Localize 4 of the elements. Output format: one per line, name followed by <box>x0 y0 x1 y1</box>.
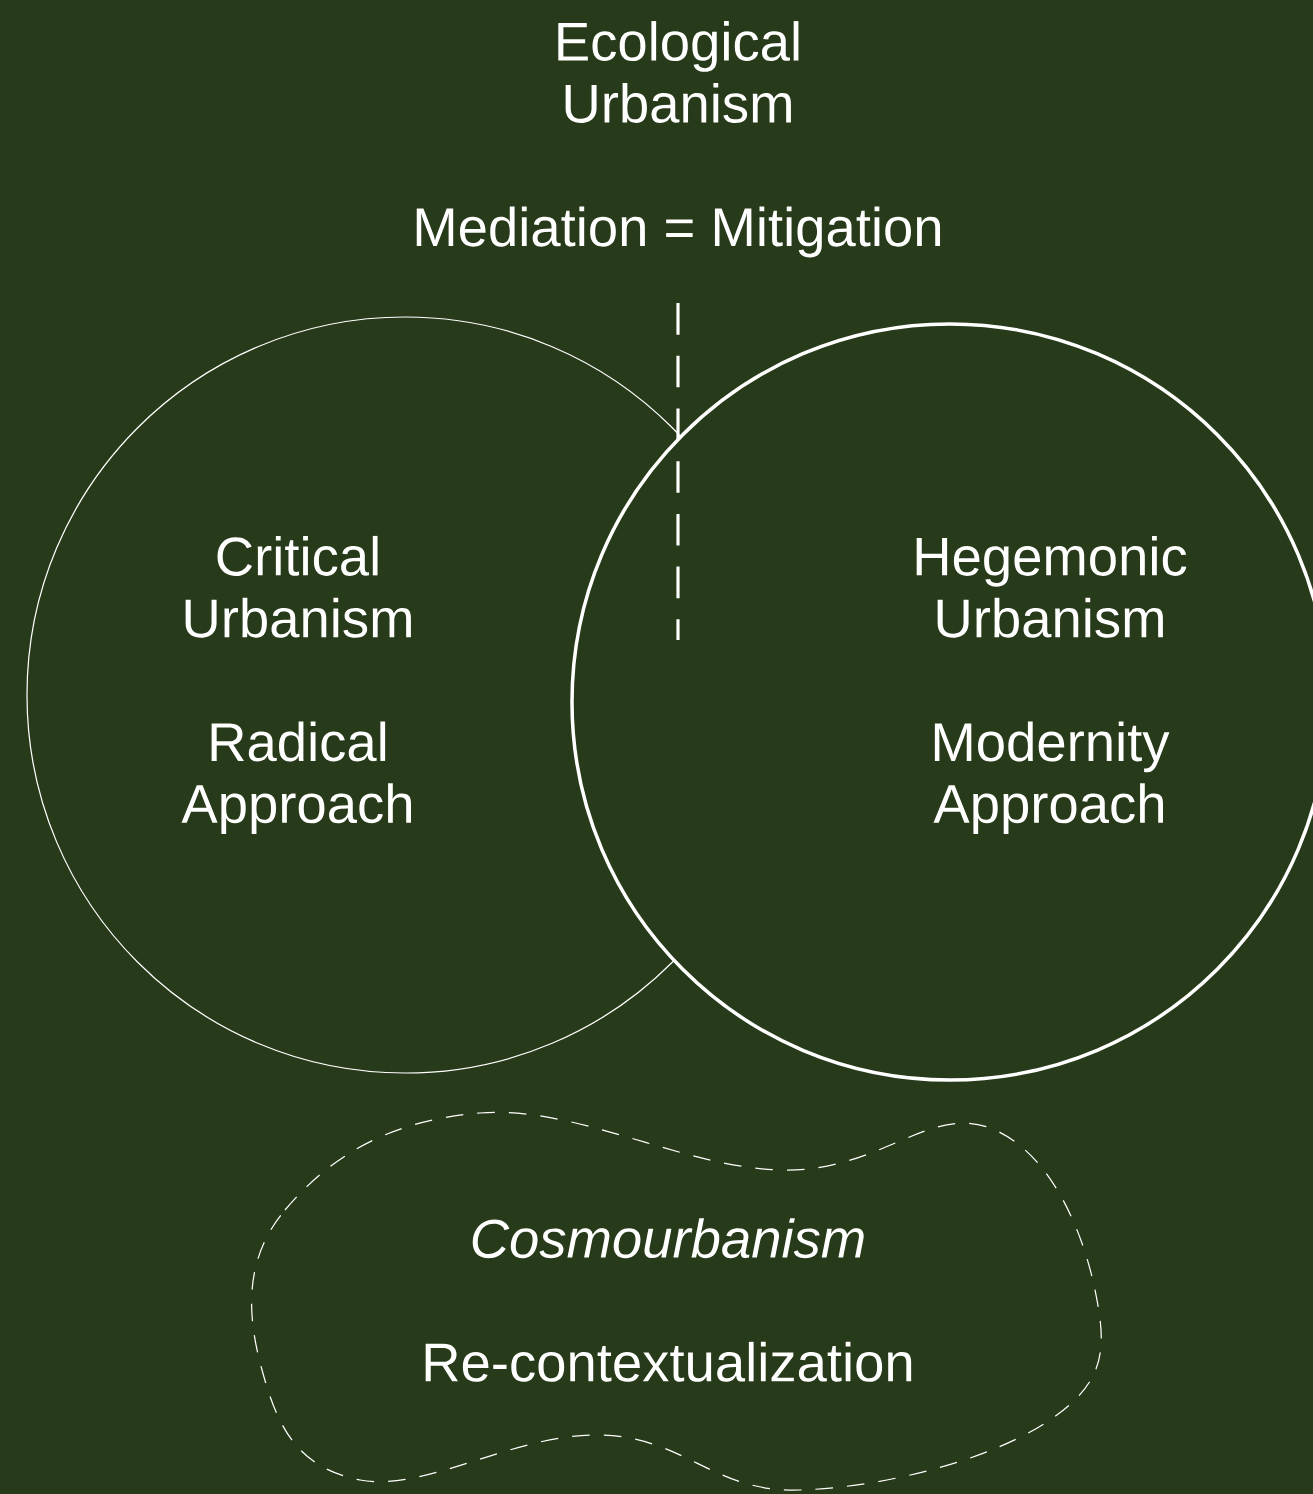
node-label: Hegemonic Urbanism <box>916 535 1187 638</box>
title: Ecological Urbanism <box>558 21 799 123</box>
caption-text: Mediation = Mitigation <box>416 206 941 258</box>
node-label: Modernity Approach <box>933 721 1170 835</box>
